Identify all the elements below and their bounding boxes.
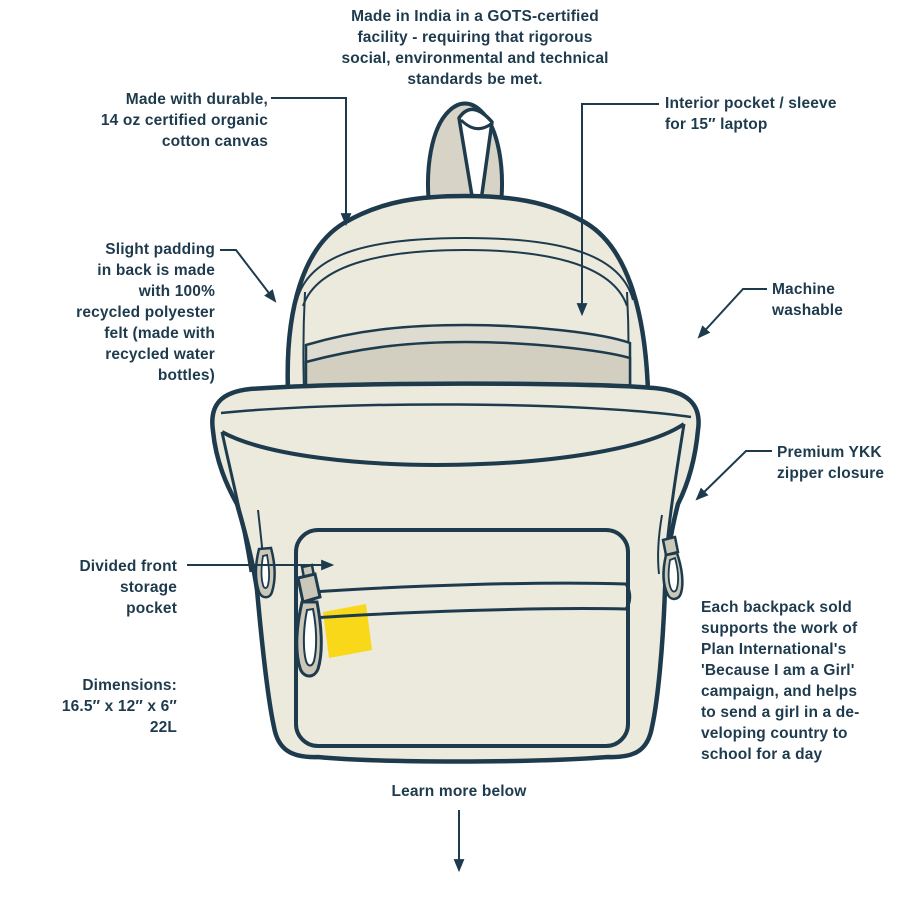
connector-arrows — [187, 97, 772, 873]
label-girl-campaign: Each backpack sold supports the work of … — [701, 599, 860, 763]
label-dimensions: Dimensions: 16.5″ x 12″ x 6″ 22L — [61, 677, 177, 736]
label-machine-washable: Machine washable — [772, 281, 843, 319]
zipper-pull-right — [661, 535, 684, 601]
zipper-pull-left — [295, 563, 323, 678]
label-learn-more: Learn more below — [391, 783, 527, 800]
flap-pull-left — [254, 546, 276, 599]
label-organic-cotton-canvas: Made with durable, 14 oz certified organ… — [100, 91, 268, 150]
label-laptop-sleeve: Interior pocket / sleeve for 15″ laptop — [665, 95, 837, 133]
backpack-body-and-flap — [210, 381, 701, 764]
connector-machine-arrow — [697, 288, 767, 339]
label-ykk-zipper: Premium YKK zipper closure — [777, 444, 885, 482]
yellow-tag — [323, 604, 372, 658]
connector-ykk-arrow — [695, 450, 772, 501]
label-gots-certification: Made in India in a GOTS-certified facili… — [341, 8, 609, 88]
connector-canvas-arrow — [271, 97, 352, 227]
connector-laptop-arrow — [576, 103, 659, 317]
pocket-zipper — [311, 581, 632, 620]
connector-padding-arrow — [220, 249, 277, 303]
label-recycled-padding: Slight padding in back is made with 100%… — [76, 241, 215, 384]
label-front-pocket: Divided front storage pocket — [79, 558, 177, 617]
backpack-handle — [426, 101, 504, 215]
laptop-sleeve — [304, 323, 632, 392]
